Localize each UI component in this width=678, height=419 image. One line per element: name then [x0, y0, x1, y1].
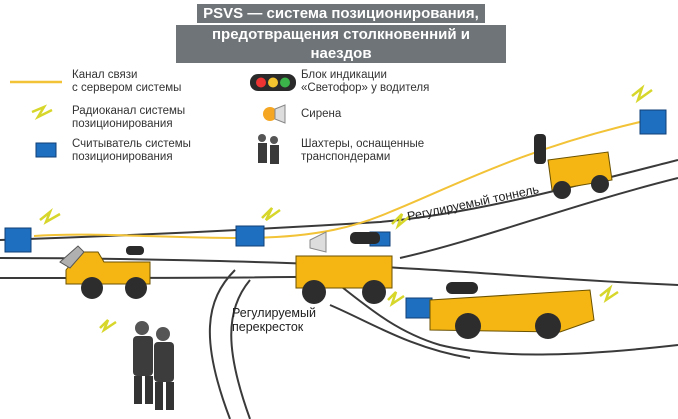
legend-siren: Сирена [301, 108, 341, 121]
legend-reader-label: Считыватель системы позиционирования [72, 138, 191, 163]
legend-channel: Канал связи с сервером системы [72, 69, 181, 95]
radio-signals [39, 84, 653, 334]
vehicle-loader-left [59, 245, 151, 299]
crossing-label: Регулируемый перекресток [232, 306, 316, 334]
legend-radio-icon [31, 104, 53, 121]
legend-radio: Радиоканал системы позиционирования [72, 105, 185, 131]
miners-figures [133, 321, 174, 410]
legend-traffic-light-icon [250, 74, 296, 91]
legend-siren-label: Сирена [301, 108, 342, 120]
legend-miners: Шахтеры, оснащенные транспондерами [301, 138, 424, 164]
reader-center [235, 225, 265, 247]
reader-left [4, 227, 32, 253]
legend-indicator: Блок индикации «Светофор» у водителя [301, 69, 429, 95]
reader-middle-lower [405, 297, 433, 319]
legend-siren-icon [263, 104, 286, 124]
vehicle-dump-truck [429, 282, 595, 339]
title-line-2: предотвращения столкновенний и наездов [176, 25, 506, 63]
vehicle-loader-center [295, 231, 393, 304]
legend-miners-icon [258, 134, 279, 164]
title-line-1: PSVS — система позиционирования, [197, 4, 485, 23]
legend-channel-label: Канал связи с сервером системы [72, 69, 182, 94]
vehicle-truck-upper-right [534, 134, 613, 199]
diagram-title: PSVS — система позиционирования, предотв… [176, 4, 506, 65]
legend-reader-icon [35, 142, 57, 158]
legend-reader: Считыватель системы позиционирования [72, 138, 191, 164]
legend-indicator-label: Блок индикации «Светофор» у водителя [301, 69, 430, 94]
legend-radio-label: Радиоканал системы позиционирования [72, 105, 186, 130]
legend-miners-label: Шахтеры, оснащенные транспондерами [301, 138, 425, 163]
server-channel-line [33, 121, 641, 240]
reader-right-top [639, 109, 667, 135]
